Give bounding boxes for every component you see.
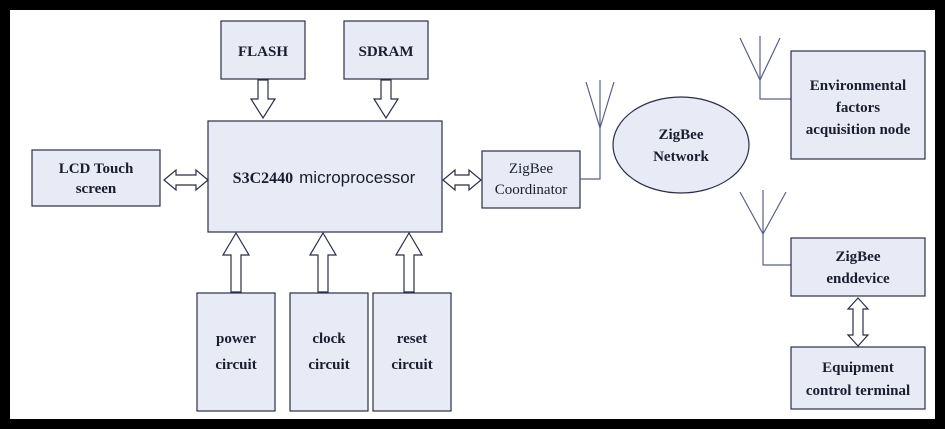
enddevice-antenna-icon — [739, 190, 791, 266]
cpu-word: microprocessor — [299, 168, 416, 187]
sdram-block: SDRAM — [343, 20, 429, 80]
reset-circuit-block: reset circuit — [372, 292, 452, 412]
coordinator-antenna-icon — [580, 80, 615, 180]
power-label-line1: power — [216, 331, 256, 347]
coordinator-label-line2: Coordinator — [495, 182, 568, 198]
sdram-to-cpu-arrow — [372, 79, 400, 120]
flash-block: FLASH — [220, 20, 306, 80]
cpu-coordinator-double-arrow — [442, 168, 482, 192]
lcd-block: LCD Touch screen — [31, 149, 161, 207]
coordinator-label-line1: ZigBee — [509, 161, 553, 177]
cpu-block: S3C2440 microprocessor — [207, 120, 443, 233]
lcd-cpu-double-arrow — [163, 168, 209, 192]
sdram-label: SDRAM — [359, 44, 414, 60]
lcd-label-line2: screen — [76, 181, 117, 197]
enddevice-equipment-double-arrow — [846, 297, 870, 347]
env-node-block: Environmental factors acquisition node — [790, 50, 926, 160]
clock-label-line2: circuit — [308, 357, 349, 373]
power-to-cpu-arrow — [221, 231, 251, 293]
network-label-line1: ZigBee — [659, 127, 704, 143]
coordinator-block: ZigBee Coordinator — [481, 150, 581, 209]
power-label-line2: circuit — [215, 357, 256, 373]
reset-label-line2: circuit — [391, 357, 432, 373]
enddevice-block: ZigBee enddevice — [790, 237, 926, 297]
reset-to-cpu-arrow — [394, 231, 424, 293]
equipment-label-line2: control terminal — [806, 383, 910, 399]
cpu-prefix: S3C2440 — [233, 170, 293, 187]
network-label-line2: Network — [653, 149, 709, 165]
env-node-label-line1: Environmental — [810, 78, 906, 94]
clock-label-line1: clock — [312, 331, 346, 347]
reset-label-line1: reset — [397, 331, 428, 347]
equipment-block: Equipment control terminal — [790, 346, 926, 410]
enddevice-label-line1: ZigBee — [836, 249, 881, 265]
flash-to-cpu-arrow — [249, 79, 277, 120]
cpu-label: S3C2440 microprocessor — [233, 168, 416, 187]
flash-label: FLASH — [238, 44, 288, 60]
lcd-label-line1: LCD Touch — [59, 161, 134, 177]
equipment-label-line1: Equipment — [822, 360, 894, 376]
env-node-label-line2: factors — [836, 100, 880, 116]
power-circuit-block: power circuit — [196, 292, 276, 412]
env-node-label-line3: acquisition node — [806, 122, 911, 138]
env-node-antenna-icon — [739, 36, 791, 100]
enddevice-label-line2: enddevice — [826, 271, 890, 287]
clock-circuit-block: clock circuit — [289, 292, 369, 412]
diagram-panel — [10, 10, 935, 419]
network-node: ZigBee Network — [612, 96, 750, 194]
clock-to-cpu-arrow — [308, 231, 338, 293]
